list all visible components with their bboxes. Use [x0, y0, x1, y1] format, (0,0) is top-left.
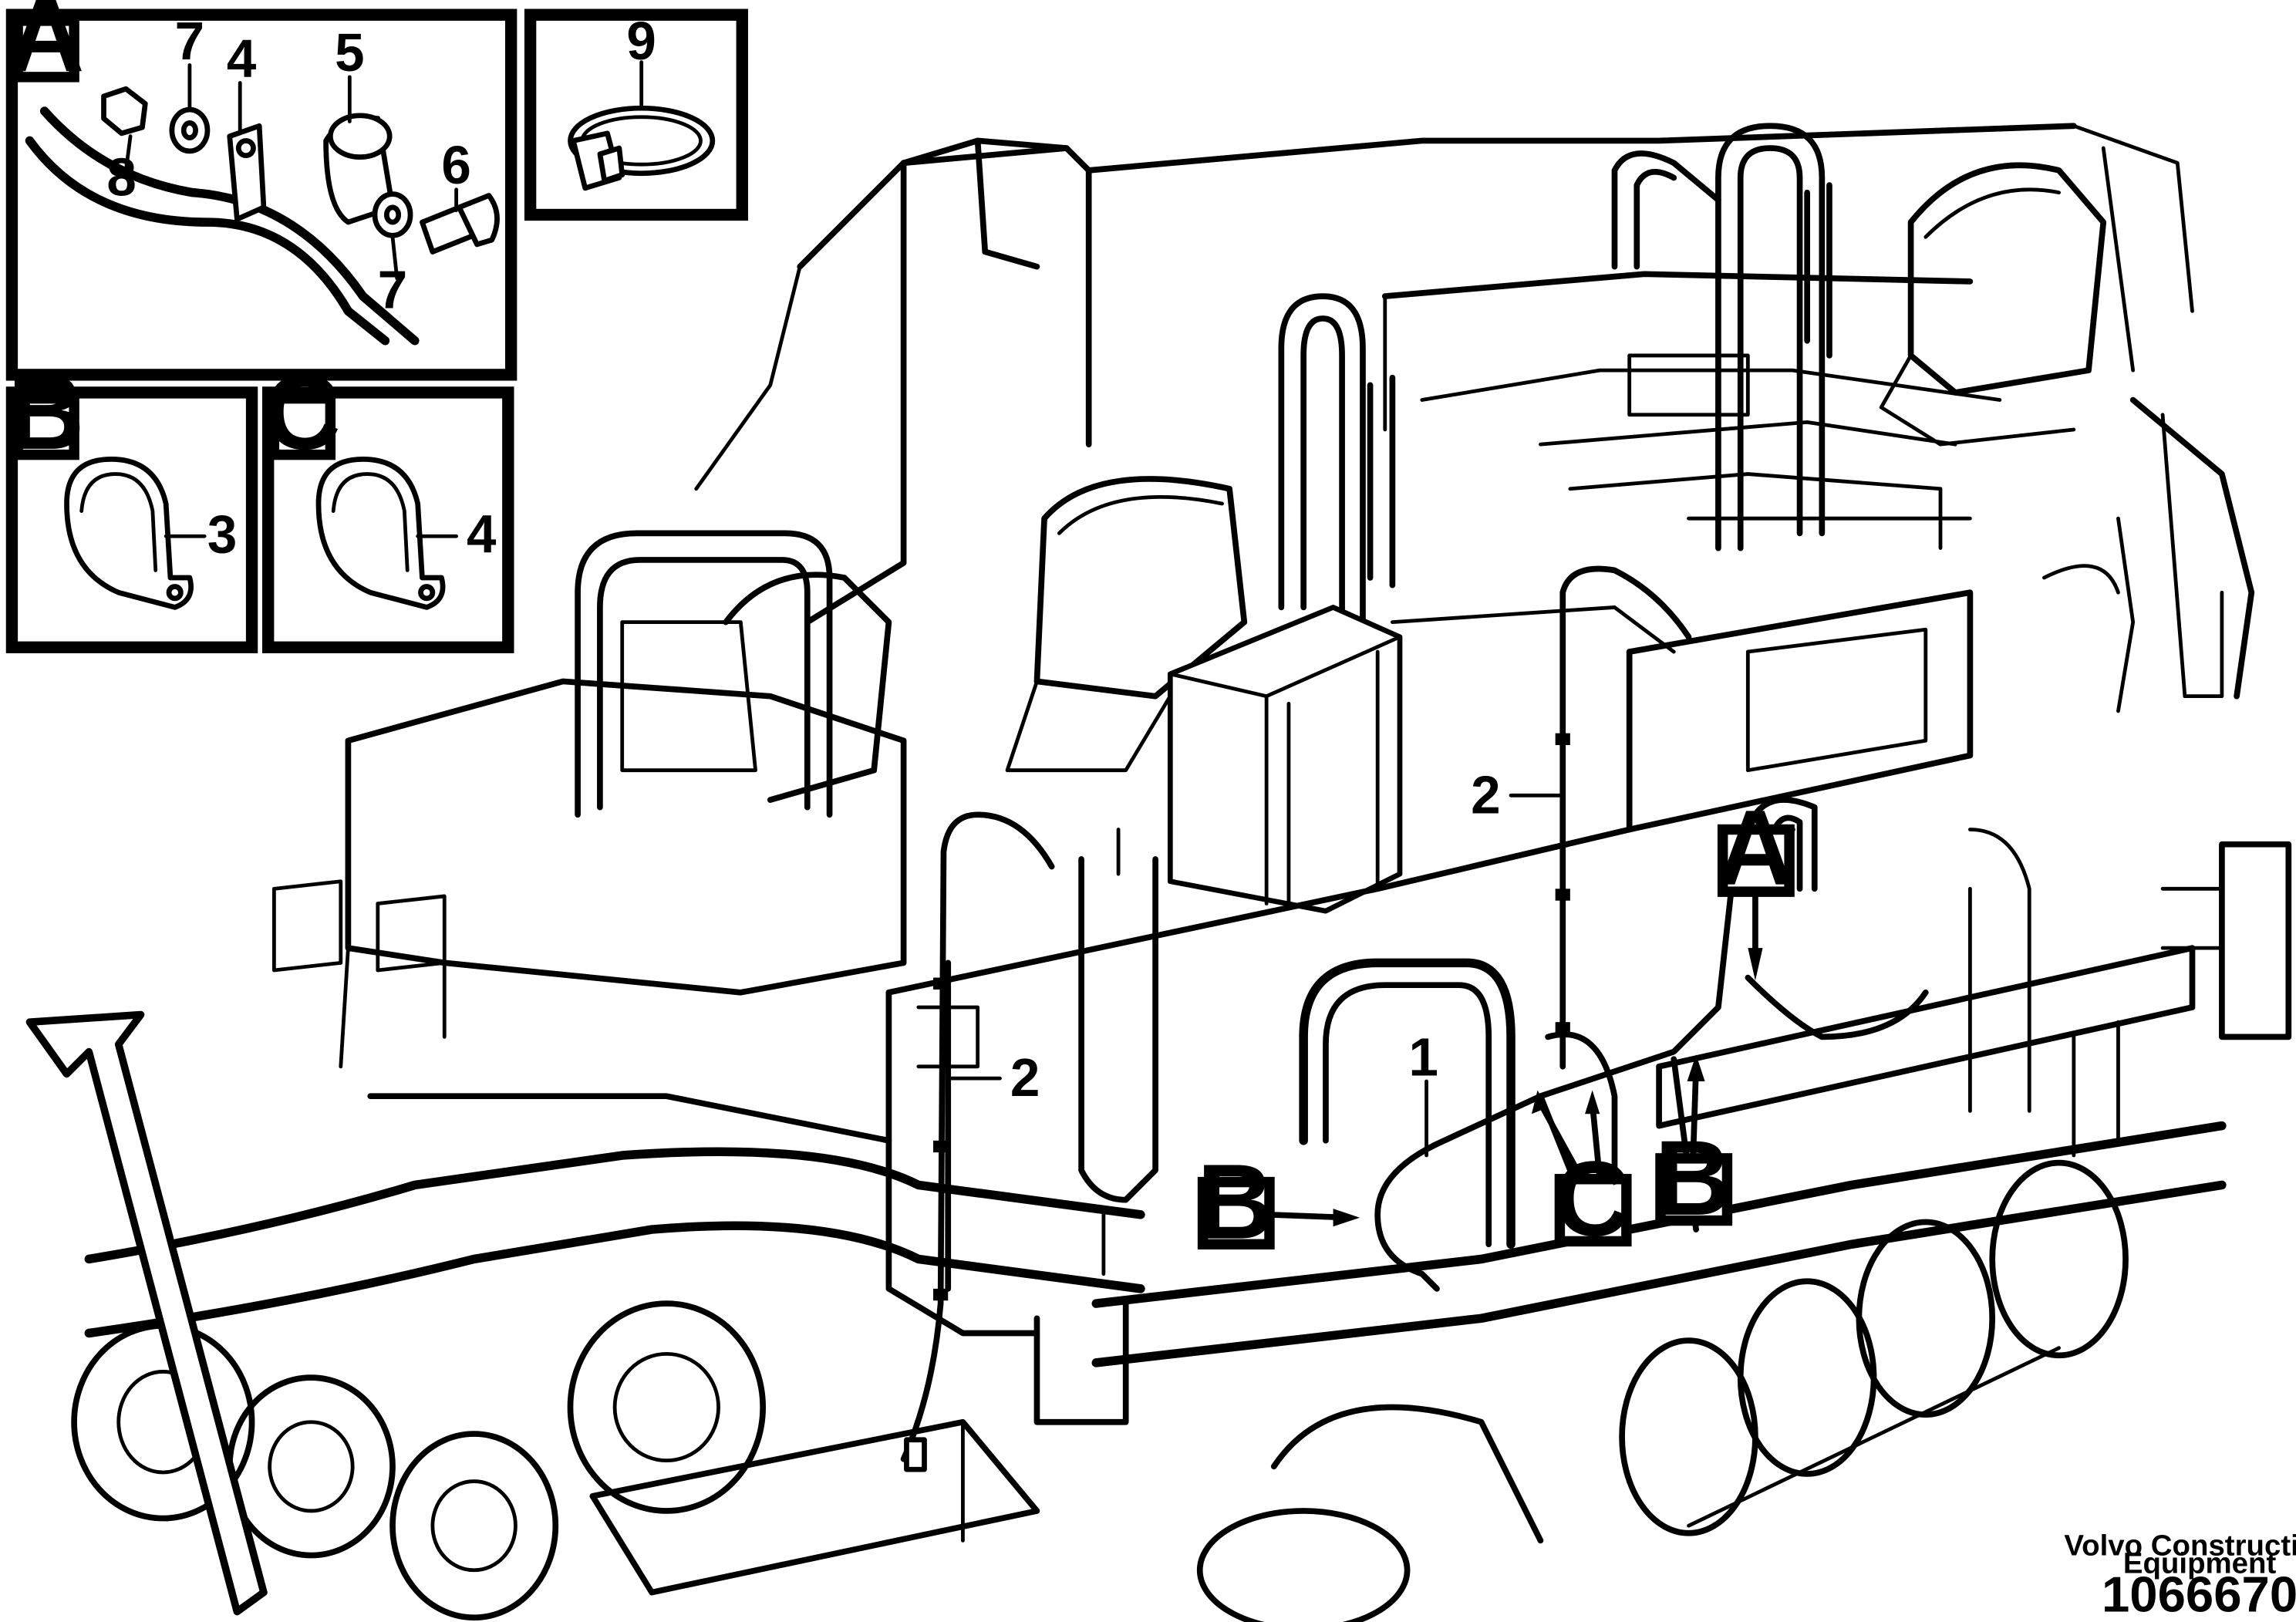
inset-a-part-7-top: 7 [175, 11, 204, 71]
inset-b-label: B [8, 353, 85, 472]
callout-detail-b-left: B [1197, 1143, 1274, 1262]
callout-detail-c: C [1554, 1140, 1631, 1259]
inset-c-label: C [264, 353, 341, 472]
callout-part-2-center: 2 [1471, 764, 1500, 824]
callout-detail-a: A [1717, 789, 1794, 908]
inset-b-part-3: 3 [207, 504, 237, 564]
machine-drawing [71, 123, 2292, 1622]
inset-c-part-4: 4 [467, 504, 497, 564]
inset-9-part-9: 9 [626, 11, 656, 71]
callout-part-1: 1 [1408, 1027, 1438, 1087]
inset-b: B 3 [5, 353, 258, 653]
cable-harness-2-left [900, 811, 1055, 1472]
inset-c: C 4 [262, 353, 514, 653]
callout-part-2-left: 2 [1010, 1047, 1040, 1108]
inset-9: 9 [524, 8, 748, 221]
callouts: 2 2 1 A B B C [946, 764, 1795, 1262]
inset-a-part-5: 5 [335, 22, 364, 83]
cable-harness-2-center [1555, 565, 1692, 1070]
cable-harness-1 [1374, 826, 1929, 1292]
inset-a: A 7 4 5 6 8 7 [5, 0, 518, 381]
company-name-line1: Volvo Construction [2064, 1529, 2296, 1563]
inset-a-part-8: 8 [106, 147, 136, 207]
footer: Volvo Construction Equipment 1066670 [2064, 1529, 2296, 1622]
inset-a-label: A [8, 0, 85, 94]
inset-a-part-4: 4 [227, 29, 257, 89]
inset-a-part-7-bottom: 7 [378, 259, 407, 319]
company-name-line2: Equipment [2123, 1547, 2277, 1580]
document-number: 1066670 [2102, 1566, 2296, 1622]
direction-arrow [25, 1010, 268, 1616]
inset-a-part-6: 6 [441, 135, 470, 195]
